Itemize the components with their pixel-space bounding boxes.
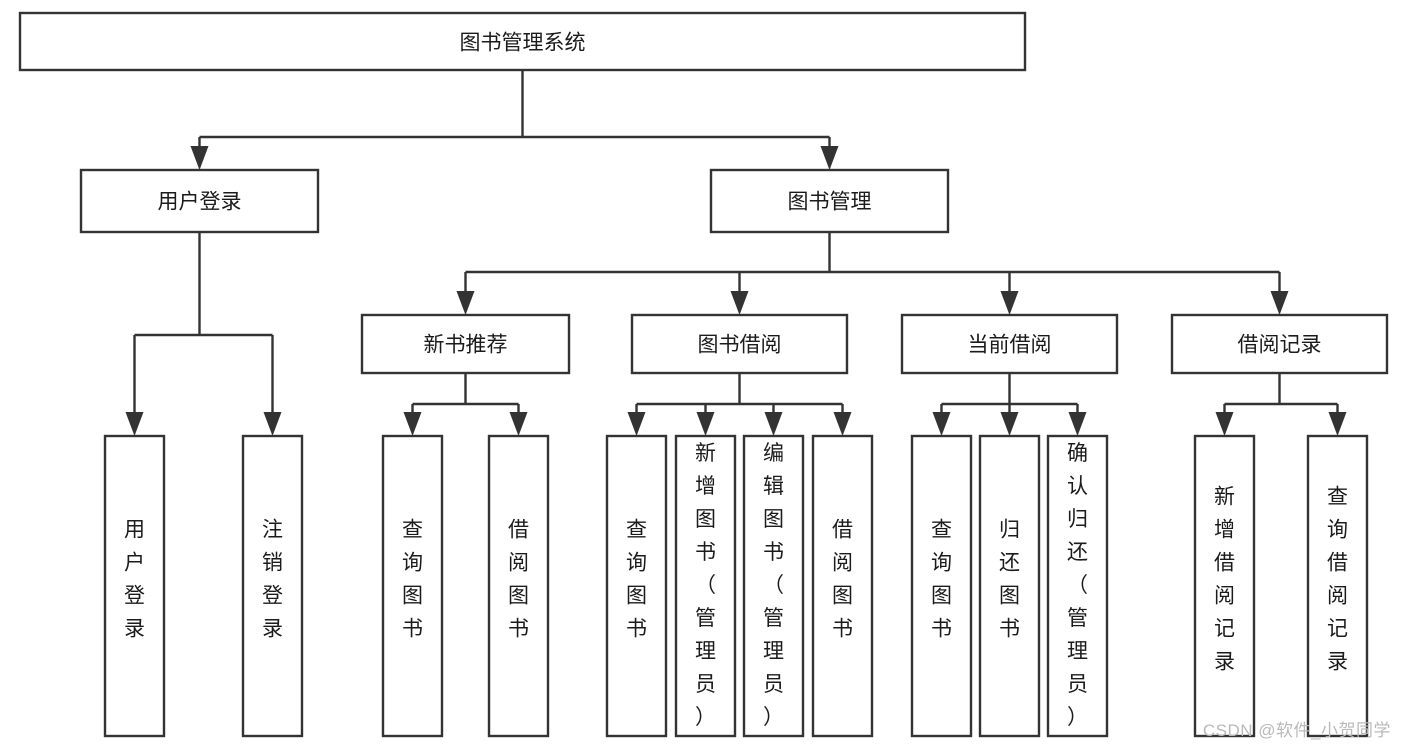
node-book-manage-box[interactable]	[709, 168, 950, 234]
node-leaf-borrow-book-1-label: 借阅图书	[508, 519, 529, 641]
node-leaf-query-book-1-label: 查询图书	[402, 519, 423, 641]
arrow-head-leaf-query-record	[1328, 412, 1347, 436]
arrow-head-leaf-confirm-return	[1068, 412, 1087, 436]
arrow-head-leaf-query-book-3	[932, 412, 951, 436]
node-leaf-return-book[interactable]: 归还图书	[978, 434, 1041, 738]
node-leaf-borrow-book-2-label: 借阅图书	[832, 519, 853, 641]
node-leaf-query-book-1[interactable]: 查询图书	[381, 434, 444, 738]
arrow-head-leaf-user-logout	[263, 412, 282, 436]
node-current-borrow-box[interactable]	[900, 313, 1119, 375]
node-borrow-record-box[interactable]	[1170, 313, 1389, 375]
node-leaf-return-book-box[interactable]	[978, 434, 1041, 738]
node-leaf-query-book-3[interactable]: 查询图书	[910, 434, 973, 738]
node-leaf-user-logout-box[interactable]	[241, 434, 304, 738]
connector-layer	[125, 70, 1347, 436]
node-new-book-rec[interactable]: 新书推荐	[360, 313, 571, 375]
node-leaf-query-record-label: 查询借阅记录	[1327, 486, 1348, 674]
node-leaf-query-book-2[interactable]: 查询图书	[605, 434, 668, 738]
node-leaf-add-record-label: 新增借阅记录	[1214, 486, 1235, 674]
node-borrow-record-label: 借阅记录	[1238, 334, 1322, 357]
node-leaf-confirm-return-box[interactable]	[1046, 434, 1109, 738]
node-root-label: 图书管理系统	[460, 32, 586, 55]
node-leaf-confirm-return-label: 确认归还（管理员）	[1067, 442, 1088, 729]
node-leaf-query-book-2-box[interactable]	[605, 434, 668, 738]
node-book-borrow-box[interactable]	[630, 313, 849, 375]
node-leaf-query-book-2-label: 查询图书	[626, 519, 647, 641]
node-borrow-record[interactable]: 借阅记录	[1170, 313, 1389, 375]
node-book-borrow[interactable]: 图书借阅	[630, 313, 849, 375]
node-book-manage[interactable]: 图书管理	[709, 168, 950, 234]
node-leaf-edit-book-label: 编辑图书（管理员）	[763, 442, 784, 729]
node-book-manage-label: 图书管理	[788, 191, 872, 214]
node-user-login-label: 用户登录	[158, 191, 242, 214]
node-leaf-user-login-label: 用户登录	[124, 519, 145, 641]
node-leaf-add-book-box[interactable]	[674, 434, 737, 738]
arrow-head-book-manage	[820, 146, 839, 170]
node-new-book-rec-box[interactable]	[360, 313, 571, 375]
arrow-head-leaf-add-record	[1215, 412, 1234, 436]
node-root-box[interactable]	[18, 11, 1027, 72]
node-leaf-add-record[interactable]: 新增借阅记录	[1193, 434, 1256, 738]
node-new-book-rec-label: 新书推荐	[424, 334, 508, 357]
node-user-login-box[interactable]	[79, 168, 320, 234]
arrow-head-leaf-return-book	[1000, 412, 1019, 436]
node-current-borrow-label: 当前借阅	[968, 334, 1052, 357]
node-leaf-query-book-3-box[interactable]	[910, 434, 973, 738]
node-leaf-edit-book-box[interactable]	[742, 434, 805, 738]
node-leaf-borrow-book-1-box[interactable]	[487, 434, 550, 738]
arrow-head-leaf-borrow-book-2	[833, 412, 852, 436]
arrow-head-leaf-add-book	[696, 412, 715, 436]
arrow-head-borrow-record	[1270, 291, 1289, 315]
node-leaf-add-record-box[interactable]	[1193, 434, 1256, 738]
arrow-head-new-book-rec	[456, 291, 475, 315]
node-book-borrow-label: 图书借阅	[698, 334, 782, 357]
node-current-borrow[interactable]: 当前借阅	[900, 313, 1119, 375]
node-leaf-query-record-box[interactable]	[1306, 434, 1369, 738]
node-leaf-query-record[interactable]: 查询借阅记录	[1306, 434, 1369, 738]
node-leaf-query-book-3-label: 查询图书	[931, 519, 952, 641]
arrow-head-leaf-edit-book	[764, 412, 783, 436]
node-leaf-query-book-1-box[interactable]	[381, 434, 444, 738]
arrow-head-leaf-query-book-1	[403, 412, 422, 436]
arrow-head-leaf-borrow-book-1	[509, 412, 528, 436]
node-leaf-borrow-book-2-box[interactable]	[811, 434, 874, 738]
node-leaf-edit-book[interactable]: 编辑图书（管理员）	[742, 434, 805, 738]
node-leaf-confirm-return[interactable]: 确认归还（管理员）	[1046, 434, 1109, 738]
arrow-head-user-login	[190, 146, 209, 170]
node-leaf-add-book-label: 新增图书（管理员）	[695, 442, 716, 729]
node-leaf-user-login[interactable]: 用户登录	[103, 434, 166, 738]
node-leaf-user-logout[interactable]: 注销登录	[241, 434, 304, 738]
arrow-head-book-borrow	[730, 291, 749, 315]
arrow-head-leaf-user-login	[125, 412, 144, 436]
node-leaf-borrow-book-1[interactable]: 借阅图书	[487, 434, 550, 738]
arrow-head-leaf-query-book-2	[627, 412, 646, 436]
node-leaf-borrow-book-2[interactable]: 借阅图书	[811, 434, 874, 738]
node-leaf-return-book-label: 归还图书	[999, 519, 1020, 641]
node-user-login[interactable]: 用户登录	[79, 168, 320, 234]
node-leaf-add-book[interactable]: 新增图书（管理员）	[674, 434, 737, 738]
node-root[interactable]: 图书管理系统	[18, 11, 1027, 72]
arrow-head-current-borrow	[1000, 291, 1019, 315]
node-leaf-user-login-box[interactable]	[103, 434, 166, 738]
node-leaf-user-logout-label: 注销登录	[262, 519, 283, 641]
